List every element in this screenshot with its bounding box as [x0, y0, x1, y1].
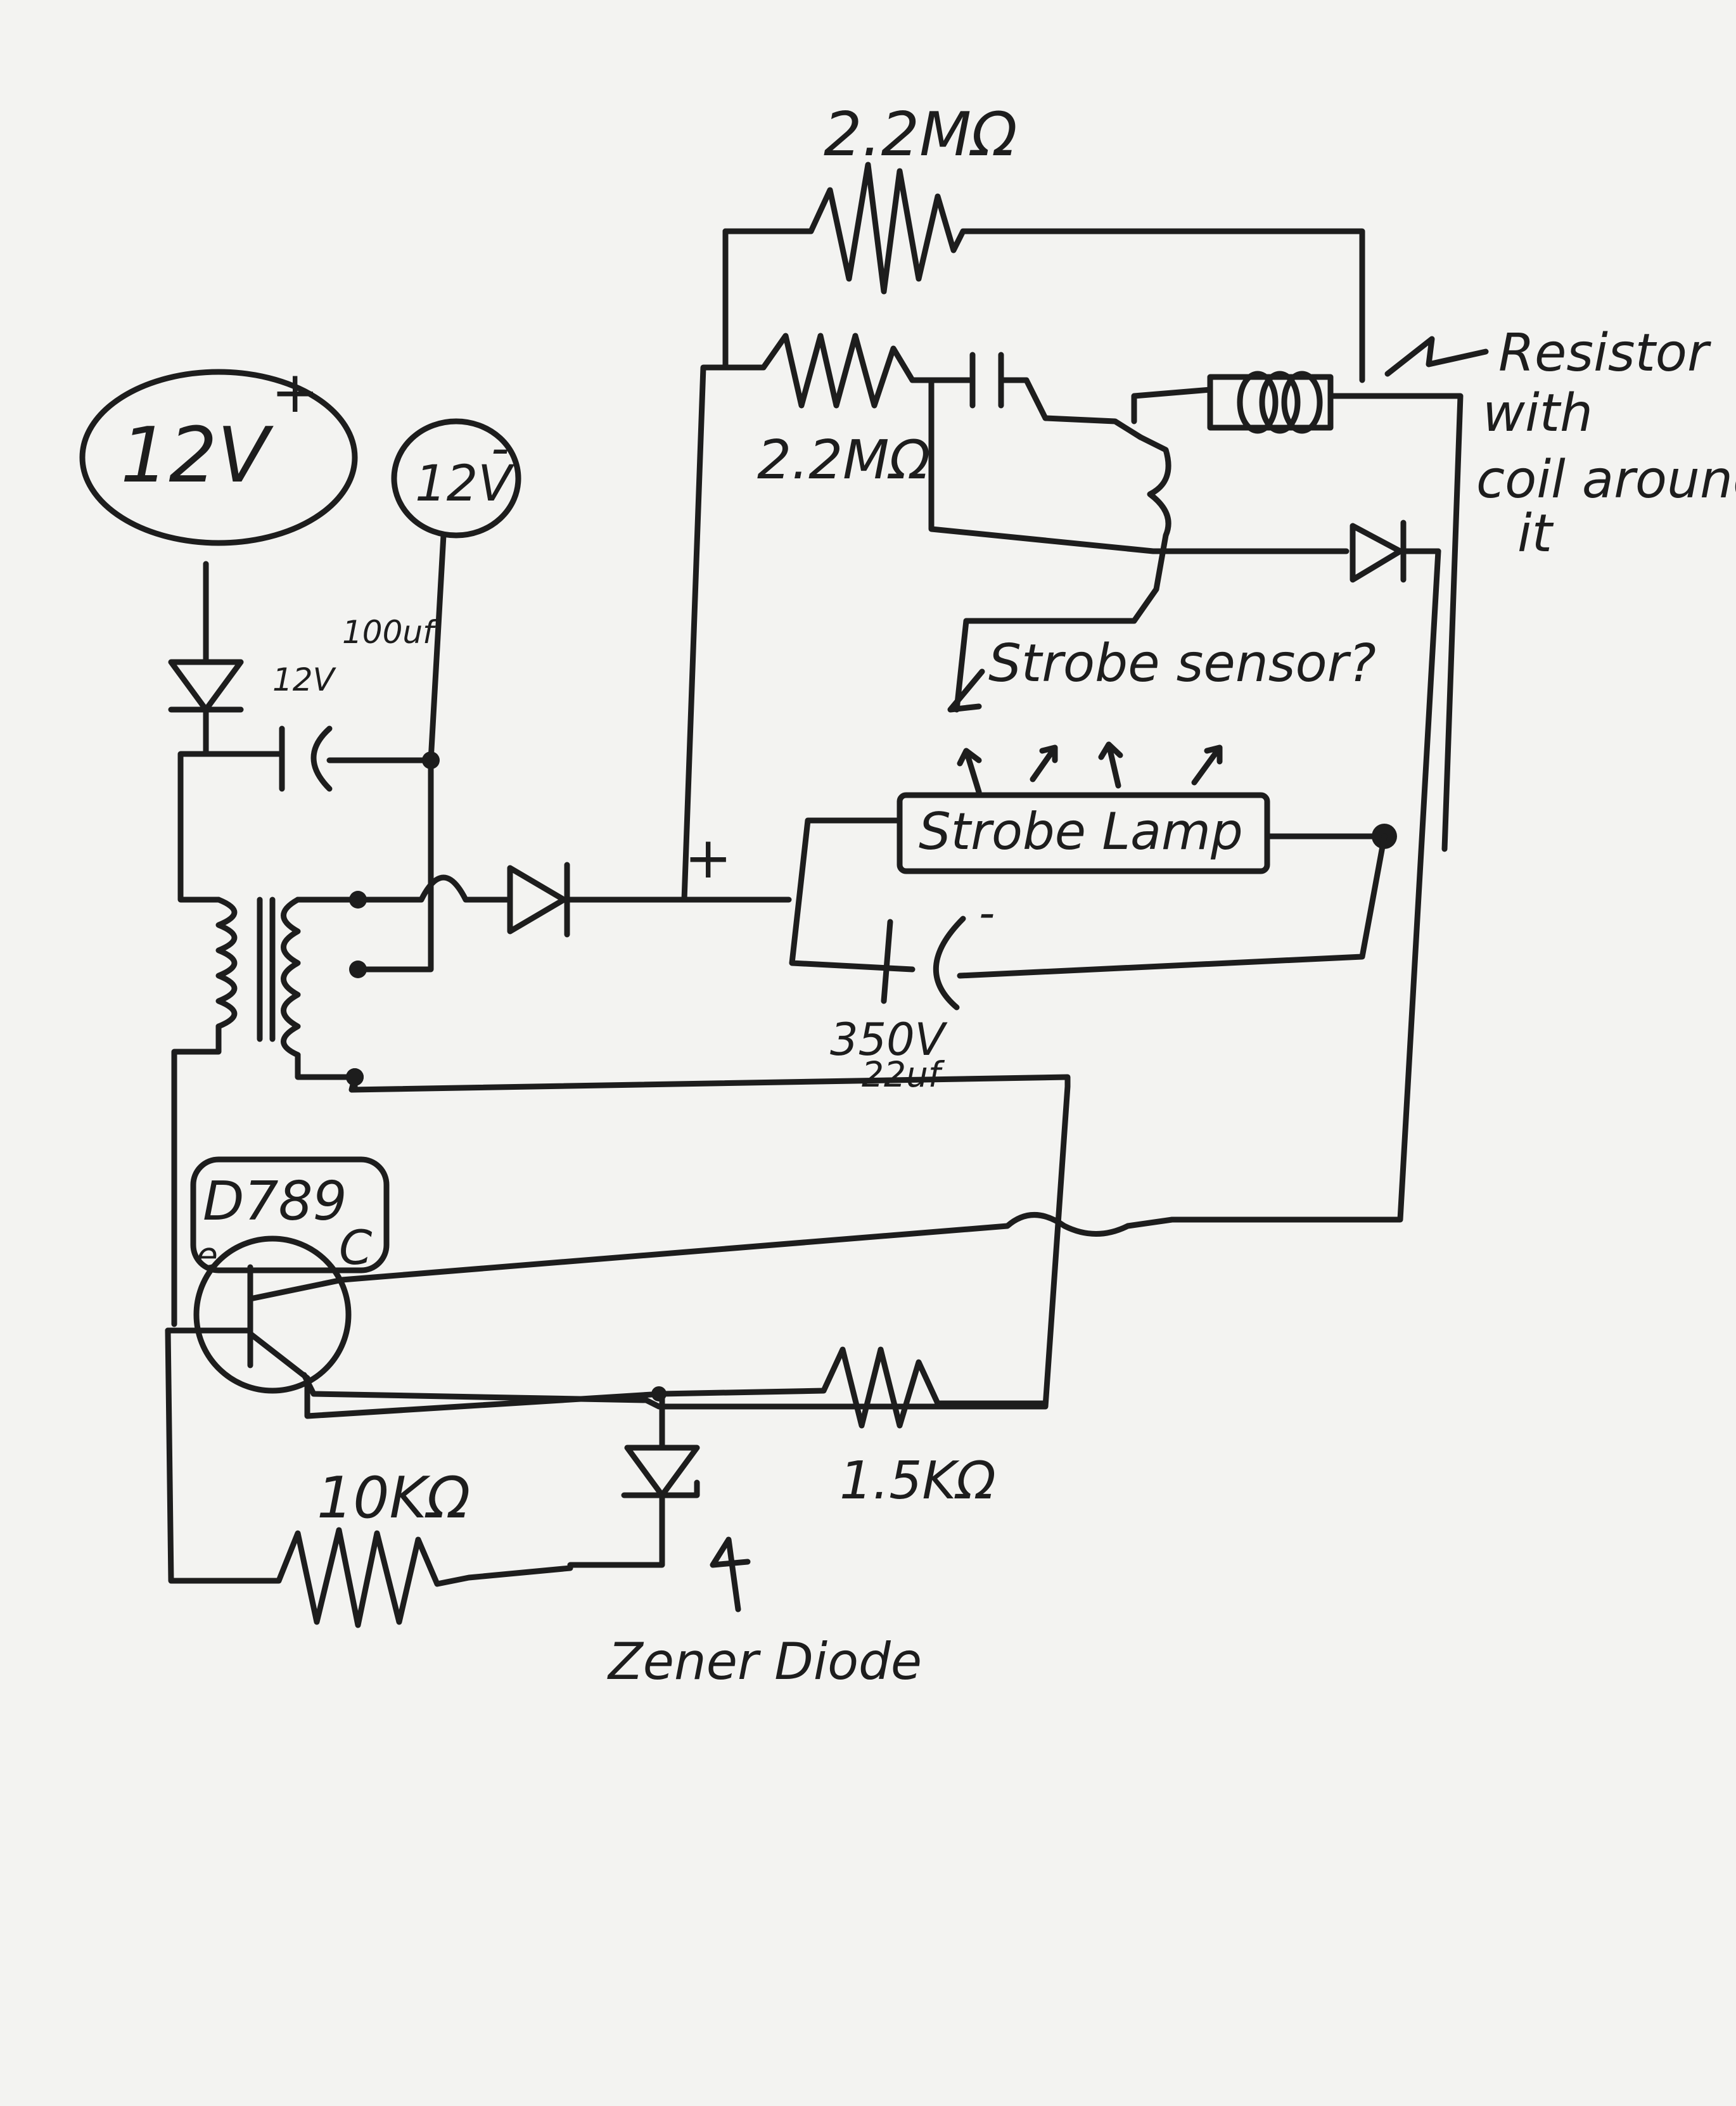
transistor-d789: [165, 1156, 390, 1394]
top-resistor-label: 2.2MΩ: [824, 100, 1018, 170]
resistor-1-5k-label: 1.5KΩ: [839, 1451, 996, 1511]
second-resistor-label: 2.2MΩ: [757, 429, 930, 492]
trigger-capacitor: [935, 352, 1144, 440]
battery-positive-label: 12V: [120, 412, 274, 500]
wire-transformer-primary-bottom: [171, 1023, 222, 1327]
main-capacitor: [881, 916, 966, 1011]
coil-resistor: [1131, 371, 1464, 852]
transistor-c-label: C: [339, 1220, 373, 1275]
zener-arrow-icon: [710, 1536, 751, 1612]
input-capacitor: [279, 725, 333, 792]
junction-lower-left: [346, 1068, 364, 1086]
transistor-e-label: e: [196, 1235, 218, 1275]
strobe-sensor-arrow-icon: [947, 668, 985, 713]
wire-emitter-down: [304, 1375, 665, 1419]
wire-transformer-secondary-bottom: [295, 1052, 358, 1090]
resistor-10k-label: 10KΩ: [317, 1465, 470, 1531]
battery-negative-label: 12V: [415, 456, 514, 513]
hv-diode: [507, 862, 570, 938]
light-rays-icon: [957, 741, 1223, 795]
coil-note-line-1: Resistor: [1498, 323, 1711, 383]
coil-note-line-2: with: [1483, 383, 1593, 444]
wire-transformer-to-right: [301, 1074, 1071, 1410]
strobe-lamp-label: Strobe Lamp: [919, 802, 1243, 861]
wire-sensor-feed: [954, 434, 1171, 713]
zener-diode: [567, 1391, 700, 1568]
top-resistor-2-2M: [722, 162, 1365, 383]
battery-negative-terminal: [391, 418, 521, 539]
input-cap-voltage-label: 12V: [272, 661, 337, 698]
input-cap-value-label: 100uf: [342, 614, 438, 651]
wire-lamp-left: [789, 817, 916, 973]
main-cap-minus: -: [979, 887, 995, 939]
coil-note-arrow-icon: [1384, 336, 1489, 377]
wire-trigger-loop: [928, 377, 1350, 554]
hv-plus-label: +: [684, 825, 732, 891]
resistor-1-5k: [659, 1346, 1049, 1429]
battery-positive-sign: +: [271, 359, 319, 426]
wire-collector-line: [339, 1212, 1175, 1283]
transistor-label: D789: [203, 1170, 347, 1233]
wire-input-diode-down: [177, 706, 222, 903]
second-resistor-2-2M: [722, 333, 941, 409]
battery-positive-terminal: [79, 369, 358, 546]
wire-right-return: [957, 833, 1388, 979]
strobe-sensor-label: Strobe sensor?: [988, 634, 1376, 694]
wire-to-hv-diode: [355, 874, 510, 903]
trigger-diode: [1350, 520, 1407, 583]
junction-transformer-b: [349, 960, 367, 978]
wire-left-vertical-rail: [681, 228, 729, 903]
coil-note-line-4: it: [1517, 504, 1554, 564]
battery-negative-sign: -: [491, 419, 509, 478]
main-cap-value-label: 22uf: [862, 1054, 945, 1095]
coil-note-line-3: coil around: [1476, 450, 1736, 510]
wire-right-rail-long: [1169, 548, 1441, 1223]
resistor-10k: [165, 1327, 573, 1628]
zener-label: Zener Diode: [607, 1632, 922, 1691]
strobe-lamp: [897, 792, 1270, 874]
wire-battery-negative: [355, 532, 447, 973]
main-cap-voltage-label: 350V: [830, 1014, 948, 1066]
input-diode: [168, 659, 244, 713]
transformer: [215, 897, 301, 1058]
